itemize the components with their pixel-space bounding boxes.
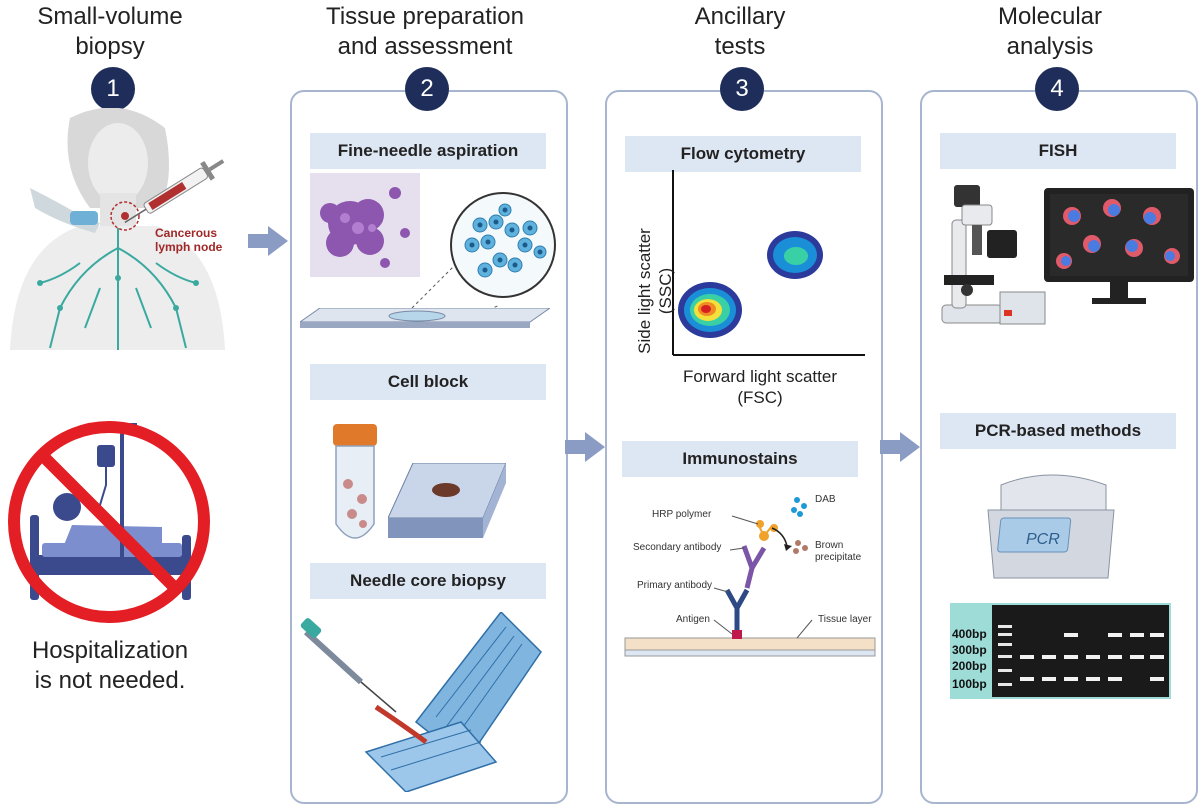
immunostain-diagram bbox=[624, 497, 876, 657]
column-title-molecular: Molecular analysis bbox=[950, 2, 1150, 62]
title-line: tests bbox=[714, 33, 766, 60]
text-line: is not needed. bbox=[34, 667, 186, 694]
label-line: Cancerous bbox=[155, 226, 218, 240]
label-immunostains: Immunostains bbox=[622, 441, 858, 477]
axis-label-line: (SSC) bbox=[656, 267, 675, 315]
column-title-biopsy: Small-volume biopsy bbox=[20, 2, 200, 62]
monitor-icon bbox=[1044, 188, 1194, 304]
axis-label-line: (FSC) bbox=[737, 388, 783, 407]
patient-illustration bbox=[10, 108, 225, 350]
band-label: 100bp bbox=[952, 677, 987, 691]
cell-block-cassette bbox=[388, 463, 506, 538]
step-badge-1: 1 bbox=[91, 67, 135, 111]
arrow-right-icon bbox=[880, 432, 920, 462]
label-dab: DAB bbox=[815, 494, 836, 505]
title-line: Small-volume bbox=[37, 3, 183, 30]
arrow-right-icon bbox=[565, 432, 605, 462]
title-line: Molecular bbox=[997, 3, 1103, 30]
step-badge-2: 2 bbox=[405, 67, 449, 111]
column-title-ancillary: Ancillary tests bbox=[640, 2, 840, 62]
hospitalization-text: Hospitalization is not needed. bbox=[10, 636, 210, 696]
no-hospitalization-icon bbox=[8, 421, 210, 623]
specimen-tube bbox=[333, 424, 377, 539]
label-line: Brown bbox=[815, 540, 844, 551]
pcr-device-label: PCR bbox=[1026, 531, 1060, 548]
glass-slide bbox=[300, 308, 550, 328]
arrow-right-icon bbox=[248, 226, 288, 256]
text-line: Hospitalization bbox=[31, 637, 189, 664]
gel-band-labels: 400bp 300bp 200bp 100bp bbox=[952, 626, 987, 692]
label-needle-core-biopsy: Needle core biopsy bbox=[310, 563, 546, 599]
title-line: Tissue preparation bbox=[326, 3, 524, 30]
title-line: biopsy bbox=[75, 33, 145, 60]
label-primary: Primary antibody bbox=[637, 580, 713, 591]
label-pcr-methods: PCR-based methods bbox=[940, 413, 1176, 449]
label-line: precipitate bbox=[815, 552, 862, 563]
label-cell-block: Cell block bbox=[310, 364, 546, 400]
core-biopsy-cassette bbox=[300, 612, 542, 792]
gel-electrophoresis bbox=[950, 603, 1171, 699]
pcr-machine-icon: PCR bbox=[987, 474, 1115, 579]
flow-ylabel: Side light scatter (SSC) bbox=[634, 221, 676, 361]
flow-xlabel: Forward light scatter (FSC) bbox=[660, 366, 860, 408]
label-fish: FISH bbox=[940, 133, 1176, 169]
label-secondary: Secondary antibody bbox=[633, 542, 722, 553]
label-line: lymph node bbox=[155, 240, 223, 254]
label-brown: Brown precipitate bbox=[815, 540, 861, 564]
step-badge-4: 4 bbox=[1035, 67, 1079, 111]
step-badge-3: 3 bbox=[720, 67, 764, 111]
label-hrp: HRP polymer bbox=[652, 509, 712, 520]
label-tissue-layer: Tissue layer bbox=[818, 614, 872, 625]
band-label: 200bp bbox=[952, 659, 987, 673]
cytology-micrograph bbox=[310, 173, 420, 277]
flow-cytometry-plot bbox=[672, 170, 865, 356]
title-line: analysis bbox=[1006, 33, 1094, 60]
column-title-tissue: Tissue preparation and assessment bbox=[300, 2, 550, 62]
microscope-icon bbox=[941, 185, 1046, 325]
magnified-cells bbox=[394, 192, 556, 325]
title-line: and assessment bbox=[337, 33, 513, 60]
cancerous-node-label: Cancerous lymph node bbox=[155, 226, 222, 254]
title-line: Ancillary bbox=[694, 3, 786, 30]
band-label: 300bp bbox=[952, 643, 987, 657]
label-antigen: Antigen bbox=[676, 614, 710, 625]
label-flow-cytometry: Flow cytometry bbox=[625, 136, 861, 172]
label-fine-needle-aspiration: Fine-needle aspiration bbox=[310, 133, 546, 169]
axis-label-line: Forward light scatter bbox=[683, 367, 837, 386]
axis-label-line: Side light scatter bbox=[635, 228, 654, 354]
band-label: 400bp bbox=[952, 627, 987, 641]
